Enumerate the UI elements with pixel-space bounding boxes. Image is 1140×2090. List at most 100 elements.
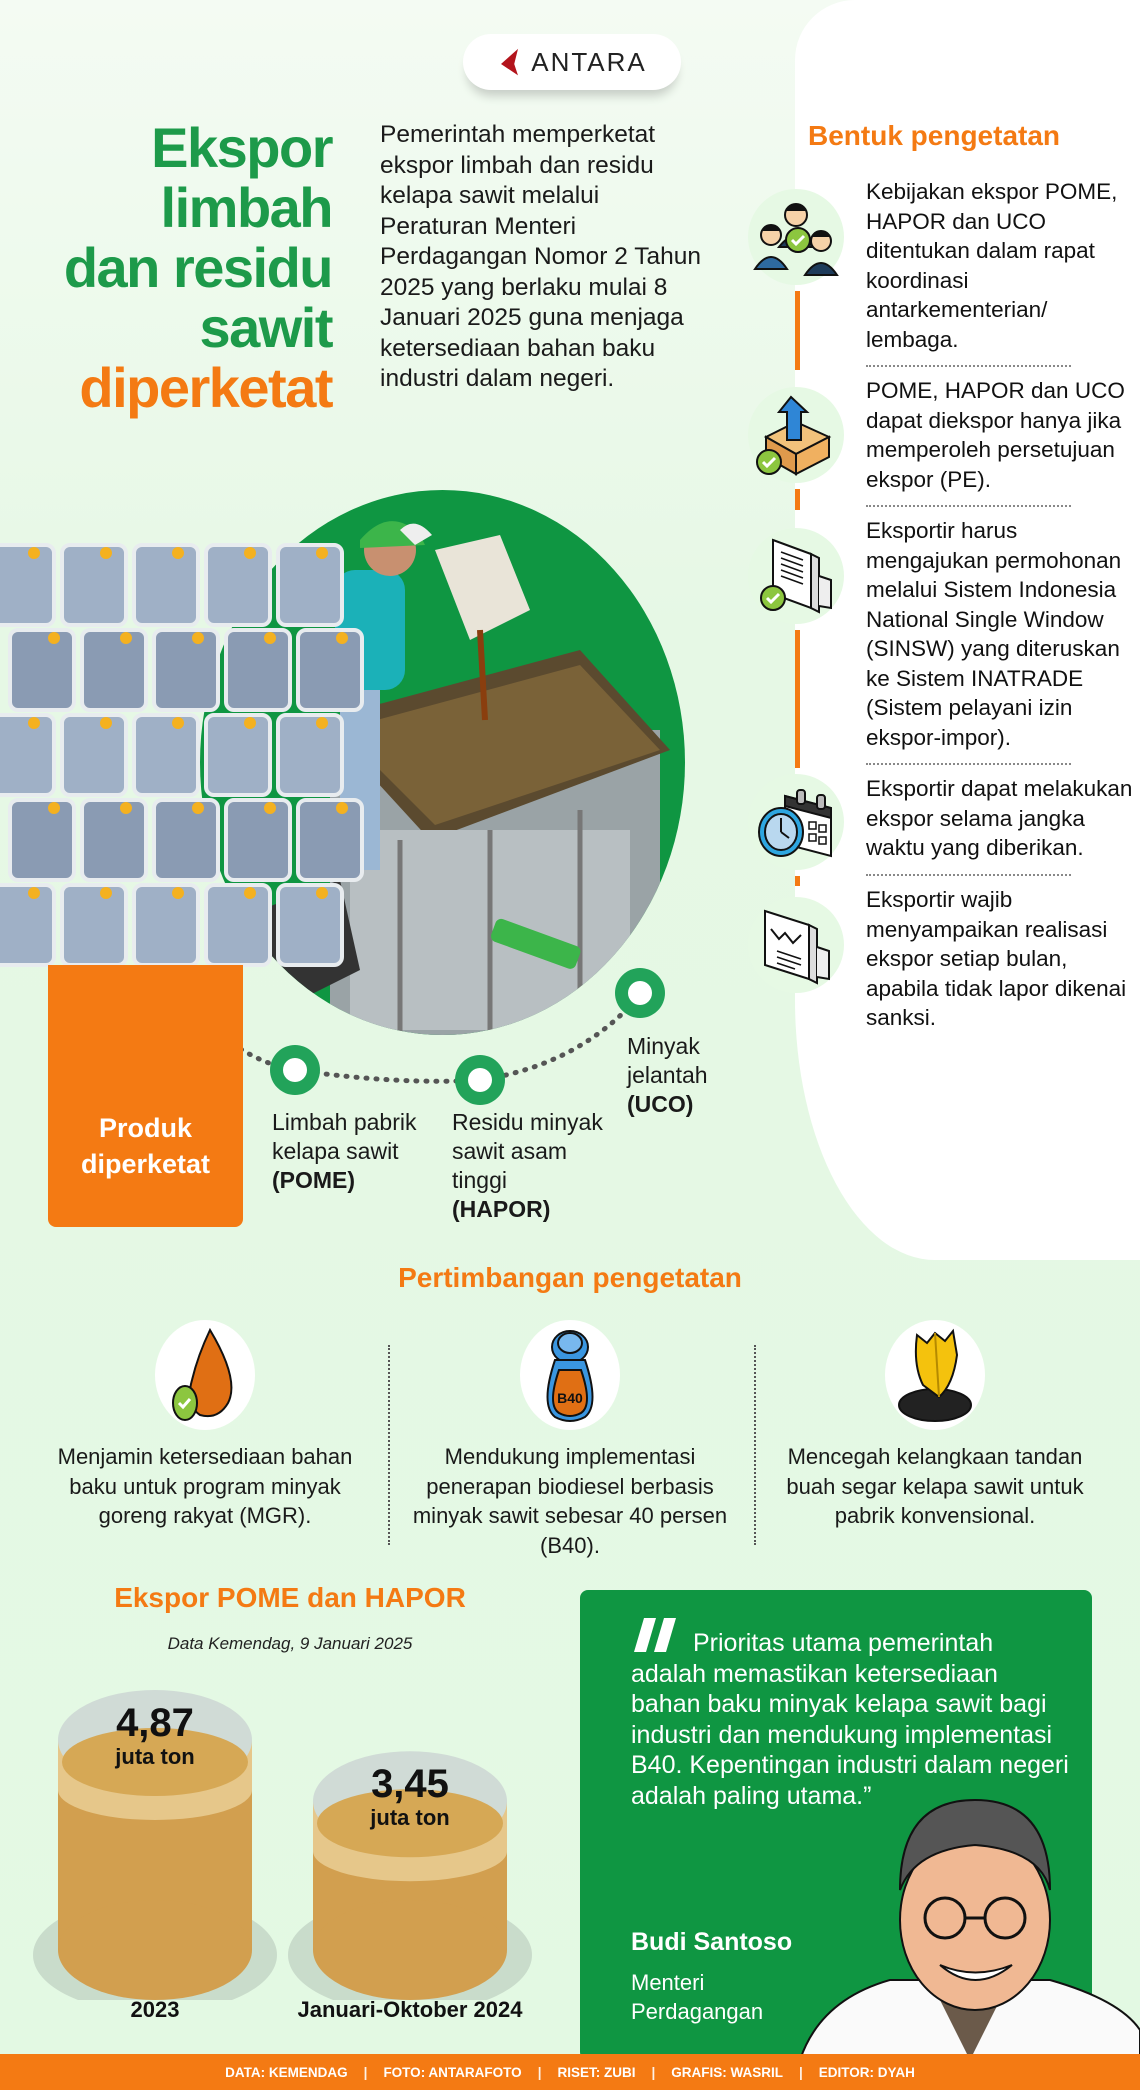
- jerrycan: [296, 628, 364, 712]
- credit-item: FOTO: ANTARAFOTO: [383, 2064, 522, 2080]
- jerrycan-cap: [172, 547, 184, 559]
- credit-separator: |: [537, 2064, 542, 2080]
- cylinder-top: [317, 1789, 503, 1858]
- credits-footer: DATA: KEMENDAG|FOTO: ANTARAFOTO|RISET: Z…: [0, 2054, 1140, 2090]
- title-line: Ekspor: [151, 116, 333, 179]
- jerrycan: [204, 543, 272, 627]
- jerrycan-cap: [336, 802, 348, 814]
- credit-separator: |: [651, 2064, 656, 2080]
- product-code: (POME): [272, 1167, 356, 1193]
- jerrycan-cap: [192, 802, 204, 814]
- product-code: (UCO): [627, 1091, 694, 1117]
- jerrycan-cap: [120, 802, 132, 814]
- pertimbangan-text: Mendukung implementasi penerapan biodies…: [412, 1444, 728, 1558]
- credit-separator: |: [363, 2064, 368, 2080]
- antara-mark-icon: [501, 47, 520, 77]
- timeline-line: [795, 876, 800, 886]
- value-unit: juta ton: [115, 1744, 195, 1769]
- produk-label-line: Produk: [98, 1113, 192, 1143]
- category-label: 2023: [130, 1997, 180, 2022]
- jerrycan-cap: [120, 632, 132, 644]
- product-label-uco: Minyak jelantah (UCO): [627, 1032, 732, 1119]
- bentuk-title: Bentuk pengetatan: [808, 120, 1061, 151]
- category-label: Januari-Oktober 2024: [297, 1997, 523, 2022]
- product-name: Limbah pabrik kelapa sawit: [272, 1109, 417, 1164]
- jerrycan: [152, 798, 220, 882]
- jerrycan: [296, 798, 364, 882]
- b40-fuel-icon: B40: [520, 1320, 620, 1430]
- timeline-line: [795, 489, 800, 510]
- page-title: Ekspor limbah dan residu sawit diperketa…: [20, 116, 334, 419]
- jerrycan-cap: [100, 717, 112, 729]
- meeting-people-icon: [748, 189, 844, 285]
- jerrycan-cap: [316, 887, 328, 899]
- jerrycan-cap: [48, 802, 60, 814]
- jerrycan: [276, 543, 344, 627]
- bentuk-item-text: Eksportir wajib menyampaikan realisasi e…: [866, 887, 1127, 1030]
- timeline-line: [795, 630, 800, 768]
- jerrycan: [80, 628, 148, 712]
- export-cylinder-chart: [33, 1690, 532, 2000]
- jerrycan-cap: [100, 887, 112, 899]
- jerrycan: [0, 883, 56, 967]
- jerrycan-cap: [28, 717, 40, 729]
- jerrycan: [60, 543, 128, 627]
- document-application-icon: [748, 528, 844, 624]
- jerrycan: [276, 883, 344, 967]
- title-line-highlight: diperketat: [79, 356, 333, 419]
- minyak-tank-logo: [491, 918, 581, 969]
- calendar-clock-icon: [748, 774, 844, 870]
- quote-mark-icon: [634, 1618, 676, 1652]
- jerrycan-cap: [28, 547, 40, 559]
- minister-portrait: [800, 1798, 1140, 2060]
- jerrycan: [132, 543, 200, 627]
- antara-logo: ANTARA: [463, 34, 681, 90]
- jerrycan-cap: [172, 717, 184, 729]
- credit-item: GRAFIS: WASRIL: [671, 2064, 784, 2080]
- jerrycan: [0, 713, 56, 797]
- jerrycan-cap: [48, 632, 60, 644]
- b40-badge: B40: [557, 1390, 583, 1406]
- pertimbangan-item: Menjamin ketersediaan bahan baku untuk p…: [45, 1320, 365, 1531]
- timeline-line: [795, 291, 800, 370]
- jerrycan-cap: [100, 547, 112, 559]
- jerrycan: [224, 628, 292, 712]
- quote-author-role: Menteri Perdagangan: [631, 1970, 764, 2024]
- jerrycan-cap: [316, 547, 328, 559]
- quote-text: Prioritas utama pemerintah adalah memast…: [631, 1629, 1069, 1810]
- cylinder-bottom: [313, 1900, 507, 2000]
- credit-separator: |: [799, 2064, 803, 2080]
- item-separator: [866, 365, 1071, 367]
- chart-title: Ekspor POME dan HAPOR: [114, 1582, 466, 1613]
- value-unit: juta ton: [370, 1805, 450, 1831]
- jerrycan-cap: [192, 632, 204, 644]
- produk-box: [48, 965, 243, 1227]
- product-label-hapor: Residu minyak sawit asam tinggi (HAPOR): [452, 1108, 617, 1224]
- palm-fruit-icon: [885, 1320, 985, 1430]
- jerrycan-cap: [264, 802, 276, 814]
- pertimbangan-text: Menjamin ketersediaan bahan baku untuk p…: [57, 1444, 353, 1528]
- product-label-pome: Limbah pabrik kelapa sawit (POME): [272, 1108, 437, 1195]
- jerrycan: [60, 713, 128, 797]
- item-separator: [866, 874, 1071, 876]
- jerrycan-cap: [172, 887, 184, 899]
- cylinder-top: [62, 1728, 248, 1796]
- item-separator: [866, 763, 1071, 765]
- jerrycan-cap: [336, 632, 348, 644]
- pertimbangan-text: Mencegah kelangkaan tandan buah segar ke…: [786, 1444, 1084, 1528]
- credit-item: EDITOR: DYAH: [818, 2064, 915, 2080]
- jerrycan-cap: [244, 717, 256, 729]
- jerrycan: [80, 798, 148, 882]
- item-separator: [866, 505, 1071, 507]
- jerrycan: [152, 628, 220, 712]
- intro-paragraph: Pemerintah memperketat ekspor limbah dan…: [380, 121, 702, 392]
- export-box-icon: [748, 387, 844, 483]
- credit-item: DATA: KEMENDAG: [225, 2064, 348, 2080]
- jerrycan-cap: [264, 632, 276, 644]
- title-line: sawit: [199, 296, 333, 359]
- product-node-hapor: [455, 1055, 505, 1105]
- jerrycan: [0, 543, 56, 627]
- jerrycan-cap: [244, 547, 256, 559]
- chart-subtitle: Data Kemendag, 9 Januari 2025: [167, 1634, 413, 1653]
- product-name: Residu minyak sawit asam tinggi: [452, 1109, 603, 1193]
